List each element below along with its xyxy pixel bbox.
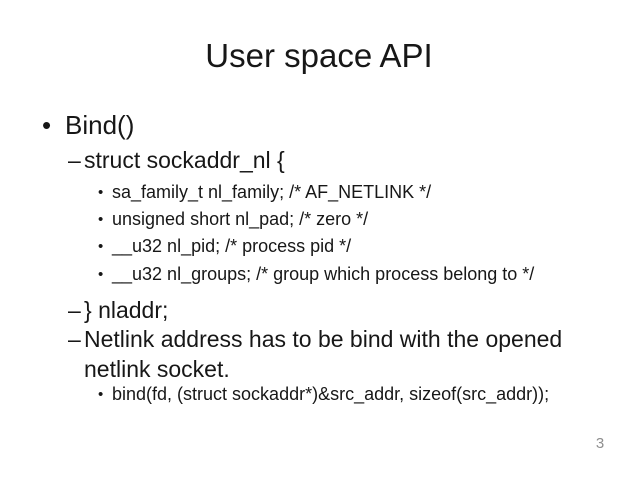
bullet-text: sa_family_t nl_family; /* AF_NETLINK */: [112, 182, 432, 202]
slide-title: User space API: [205, 37, 433, 74]
bullet-dot-icon: •: [98, 211, 104, 228]
bullet-text: bind(fd, (struct sockaddr*)&src_addr, si…: [112, 384, 550, 404]
bullet-text: __u32 nl_pid; /* process pid */: [112, 236, 352, 256]
dash-marker-icon: –: [68, 147, 81, 173]
bullet-text: Bind(): [65, 110, 135, 140]
bullet-dot-icon: •: [98, 184, 104, 201]
dash-marker-icon: –: [68, 297, 81, 323]
bullet-text: unsigned short nl_pad; /* zero */: [112, 209, 369, 229]
bullet-item-nl-family: • sa_family_t nl_family; /* AF_NETLINK *…: [98, 181, 431, 204]
bullet-dot-icon: •: [98, 238, 104, 255]
dash-marker-icon: –: [68, 326, 81, 352]
bullet-item-nl-groups: • __u32 nl_groups; /* group which proces…: [98, 263, 534, 286]
page-number: 3: [595, 435, 605, 452]
bullet-dot-icon: •: [42, 110, 52, 140]
bullet-item-struct-close: – } nladdr;: [68, 296, 168, 324]
bullet-item-bind: • Bind(): [42, 109, 134, 141]
bullet-dot-icon: •: [98, 266, 104, 283]
bullet-dot-icon: •: [98, 386, 104, 403]
bullet-item-struct-open: – struct sockaddr_nl {: [68, 146, 285, 174]
bullet-item-nl-pid: • __u32 nl_pid; /* process pid */: [98, 235, 351, 258]
bullet-item-bind-call: • bind(fd, (struct sockaddr*)&src_addr, …: [98, 383, 549, 406]
bullet-item-netlink-address: – Netlink address has to be bind with th…: [68, 324, 588, 384]
bullet-text: struct sockaddr_nl {: [84, 147, 285, 173]
bullet-text: Netlink address has to be bind with the …: [84, 326, 563, 382]
bullet-text: } nladdr;: [84, 297, 169, 323]
bullet-text: __u32 nl_groups; /* group which process …: [112, 264, 535, 284]
bullet-item-nl-pad: • unsigned short nl_pad; /* zero */: [98, 208, 368, 231]
